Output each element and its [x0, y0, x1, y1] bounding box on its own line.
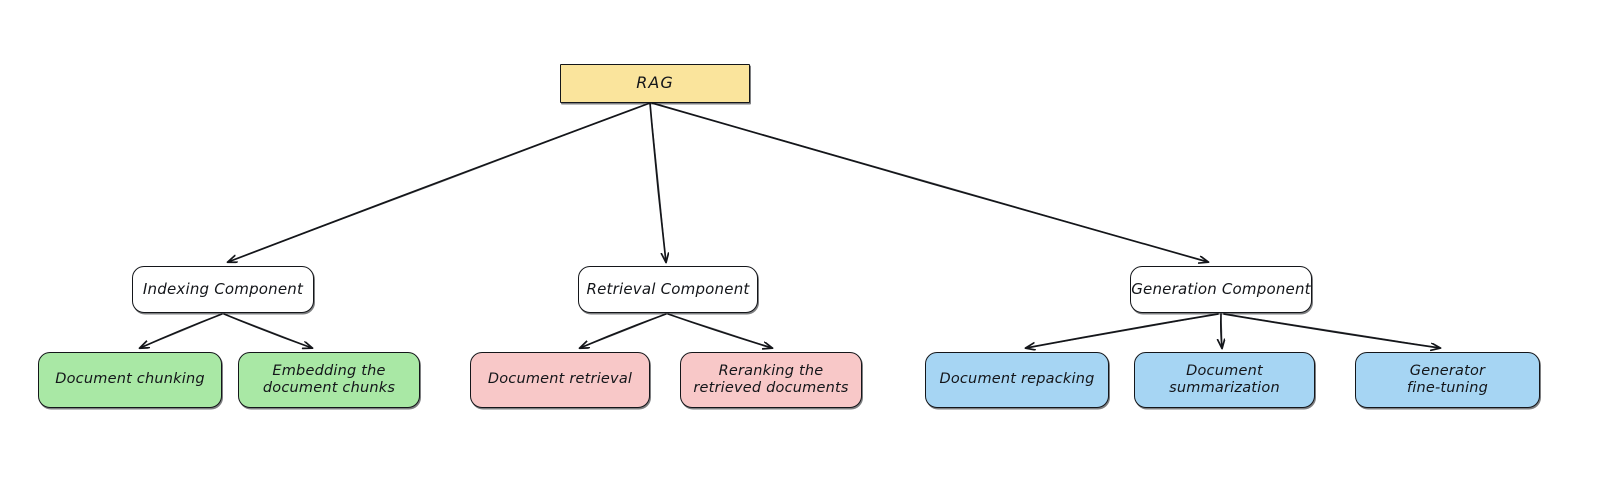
edge-rag-to-generation-sketch [651, 102, 1209, 263]
node-embedding-chunks[interactable]: Embedding the document chunks [238, 352, 420, 408]
edge-indexing-to-document-chunking [140, 313, 223, 348]
edge-indexing-to-embedding-chunks [223, 313, 312, 348]
node-rag-label: RAG [636, 73, 674, 93]
node-document-retrieval-label: Document retrieval [487, 371, 633, 388]
node-reranking-documents-label: Reranking the retrieved documents [693, 362, 849, 396]
edge-generation-to-fine-tuning [1223, 313, 1440, 348]
node-indexing-component-label: Indexing Component [142, 279, 304, 298]
edge-generation-to-repacking [1026, 313, 1219, 348]
node-document-summarization-label: Document summarization [1169, 362, 1280, 396]
edge-rag-to-generation [651, 102, 1208, 262]
edge-retrieval-to-reranking-sketch [667, 313, 773, 349]
node-document-chunking-label: Document chunking [55, 371, 205, 388]
node-retrieval-component-label: Retrieval Component [586, 279, 750, 298]
node-embedding-chunks-label: Embedding the document chunks [262, 362, 396, 396]
node-generation-component-label: Generation Component [1131, 279, 1311, 298]
node-document-summarization[interactable]: Document summarization [1134, 352, 1315, 408]
edge-generation-to-summarization-sketch [1220, 313, 1223, 349]
node-reranking-documents[interactable]: Reranking the retrieved documents [680, 352, 862, 408]
node-indexing-component[interactable]: Indexing Component [132, 266, 314, 313]
node-document-retrieval[interactable]: Document retrieval [470, 352, 650, 408]
node-document-chunking[interactable]: Document chunking [38, 352, 222, 408]
node-document-repacking[interactable]: Document repacking [925, 352, 1109, 408]
edge-generation-to-summarization [1221, 313, 1222, 348]
edge-rag-to-indexing-sketch [227, 102, 651, 263]
node-rag[interactable]: RAG [560, 64, 750, 103]
edge-rag-to-retrieval-sketch [649, 102, 667, 263]
edge-indexing-to-embedding-chunks-sketch [223, 313, 313, 349]
edge-retrieval-to-document-retrieval [580, 313, 667, 348]
edge-generation-to-repacking-sketch [1025, 313, 1219, 349]
node-generation-component[interactable]: Generation Component [1130, 266, 1312, 313]
edge-retrieval-to-document-retrieval-sketch [579, 313, 667, 349]
node-generator-fine-tuning-label: Generator fine-tuning [1406, 362, 1489, 396]
edge-retrieval-to-reranking [667, 313, 772, 348]
edge-generation-to-fine-tuning-sketch [1223, 313, 1441, 349]
edge-rag-to-retrieval [649, 102, 666, 262]
edge-rag-to-indexing [228, 102, 651, 262]
edge-indexing-to-document-chunking-sketch [139, 313, 223, 349]
node-document-repacking-label: Document repacking [939, 371, 1095, 388]
node-retrieval-component[interactable]: Retrieval Component [578, 266, 758, 313]
node-generator-fine-tuning[interactable]: Generator fine-tuning [1355, 352, 1540, 408]
